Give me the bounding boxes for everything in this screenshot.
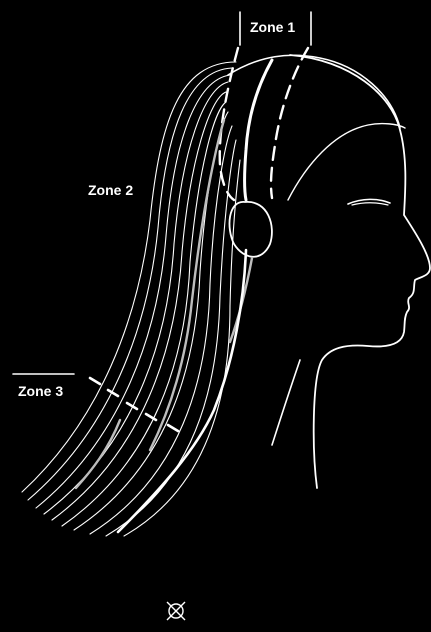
neck-line — [272, 360, 300, 445]
zone-divider-main — [245, 60, 273, 200]
crosshair-target-icon — [164, 599, 188, 623]
main-strand — [118, 250, 246, 532]
eye-lid — [352, 203, 388, 205]
hair-strands — [22, 62, 240, 536]
zone-1-label: Zone 1 — [250, 19, 295, 35]
zone-3-label: Zone 3 — [18, 383, 63, 399]
face-profile — [290, 55, 430, 488]
hair-crown-outline — [228, 55, 400, 128]
ear — [229, 202, 271, 257]
zone-2-label: Zone 2 — [88, 182, 133, 198]
temple-hairline — [288, 124, 405, 200]
